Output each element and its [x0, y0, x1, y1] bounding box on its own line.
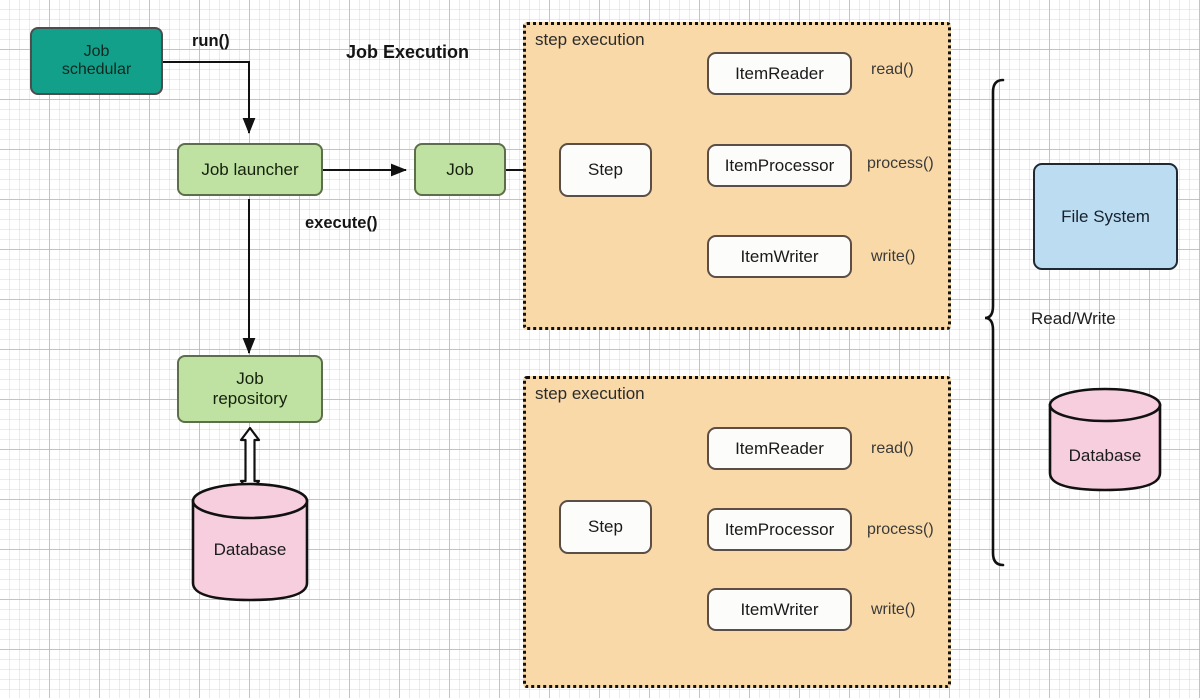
job-scheduler-label-line2: schedular [61, 61, 132, 78]
item-processor-box-1[interactable]: ItemProcessor [707, 144, 852, 187]
item-writer-box-1[interactable]: ItemWriter [707, 235, 852, 278]
item-reader-box-1[interactable]: ItemReader [707, 52, 852, 95]
step-execution-group-1-label: step execution [535, 30, 645, 49]
process-method-label-1: process() [867, 155, 934, 172]
read-method-label-1: read() [871, 61, 914, 78]
right-database-shape [1048, 387, 1162, 492]
item-reader-box-2[interactable]: ItemReader [707, 427, 852, 470]
job-repository-label-line1: Job [236, 369, 264, 389]
step-box-2[interactable]: Step [559, 500, 652, 554]
right-database-label: Database [1068, 446, 1142, 465]
left-database-label: Database [213, 540, 287, 559]
job-launcher-box[interactable]: Job launcher [177, 143, 323, 196]
read-write-brace-label: Read/Write [1031, 309, 1116, 328]
job-repository-box[interactable]: Job repository [177, 355, 323, 423]
item-writer-box-2[interactable]: ItemWriter [707, 588, 852, 631]
item-processor-box-2[interactable]: ItemProcessor [707, 508, 852, 551]
write-method-label-2: write() [871, 601, 916, 618]
execute-edge-label: execute() [305, 214, 378, 232]
step-execution-group-2-label: step execution [535, 384, 645, 403]
file-system-box[interactable]: File System [1033, 163, 1178, 270]
write-method-label-1: write() [871, 248, 916, 265]
run-edge-label: run() [192, 32, 230, 50]
job-scheduler-box[interactable]: Job schedular [30, 27, 163, 95]
job-box[interactable]: Job [414, 143, 506, 196]
job-execution-title: Job Execution [346, 42, 470, 62]
step-box-1[interactable]: Step [559, 143, 652, 197]
read-method-label-2: read() [871, 440, 914, 457]
job-scheduler-label-line1: Job [83, 42, 110, 60]
process-method-label-2: process() [867, 521, 934, 538]
job-repository-label-line2: repository [212, 389, 288, 408]
